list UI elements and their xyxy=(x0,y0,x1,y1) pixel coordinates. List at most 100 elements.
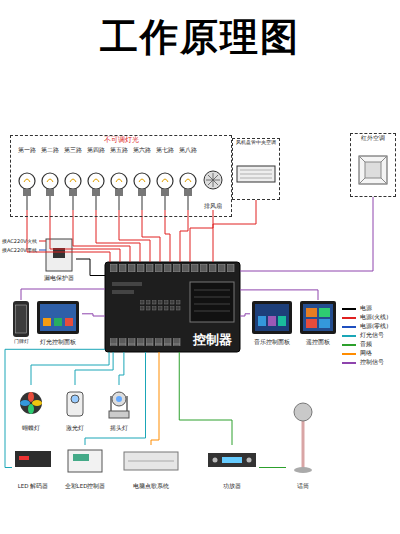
butterfly-light xyxy=(20,392,42,414)
lamp-node: 第一路 xyxy=(16,146,38,210)
ceiling-ac-vane xyxy=(359,156,387,184)
controller-detail xyxy=(112,290,134,294)
legend-text: 灯光信号 xyxy=(360,332,384,339)
node-label: 话筒 xyxy=(297,483,309,489)
legend-row: 控制信号 xyxy=(342,358,398,367)
legend-text: 电源(火线) xyxy=(360,314,388,321)
fan-symbol xyxy=(204,171,222,189)
filament xyxy=(24,179,191,182)
node-label: 灯光控制面板 xyxy=(40,339,76,345)
indicator-row xyxy=(140,300,182,312)
laser-lens xyxy=(71,395,79,403)
node-label: 第六路 xyxy=(133,147,151,153)
wire-connector xyxy=(119,210,150,262)
wire-connector xyxy=(85,352,146,445)
legend-swatch xyxy=(342,326,356,328)
wire-connector xyxy=(50,210,120,262)
led-decoder xyxy=(15,451,51,467)
wire-connector xyxy=(21,289,105,300)
light-petal xyxy=(32,400,42,406)
device-node: 功放器 xyxy=(205,445,259,490)
ceiling-ac-grille xyxy=(365,162,381,178)
controller-box: 控制器 xyxy=(105,262,240,352)
panel-tile xyxy=(319,308,330,317)
legend-row: 电源(零线) xyxy=(342,322,398,331)
node-label: 第三路 xyxy=(64,147,82,153)
wire-connector xyxy=(240,314,250,316)
lamp-node: 第六路 xyxy=(131,146,153,210)
lamp-node: 第七路 xyxy=(154,146,176,210)
node-label: 门牌灯 xyxy=(14,339,29,345)
panel-tile xyxy=(306,319,317,328)
laser-light xyxy=(67,392,83,416)
bulb-symbol xyxy=(180,173,196,189)
panel-tile xyxy=(306,308,317,317)
panel-tile xyxy=(54,318,62,326)
node-label: 漏电保护器 xyxy=(44,275,74,281)
panel-screen xyxy=(40,304,76,331)
mic-base xyxy=(294,467,312,473)
bulb-symbol xyxy=(42,173,58,189)
light-petal xyxy=(20,400,30,406)
ac-unit xyxy=(237,166,275,182)
node-label: 第五路 xyxy=(110,147,128,153)
node-label: 遥控面板 xyxy=(306,339,330,345)
controller-display xyxy=(190,282,234,322)
node-label: 全彩LED控制器 xyxy=(65,483,106,489)
light-petal xyxy=(28,404,34,414)
panel-frame xyxy=(37,301,79,334)
wire-connector xyxy=(142,210,160,262)
door-sign xyxy=(13,301,29,337)
node-label: 风机盘管中央空调 xyxy=(236,140,276,146)
light-petal xyxy=(28,392,34,402)
door-light-node: 门牌灯 xyxy=(10,300,32,346)
display-lines xyxy=(194,290,230,311)
bulb-symbol xyxy=(65,173,81,189)
song-computer xyxy=(124,452,178,470)
device-node: 全彩LED控制器 xyxy=(62,445,108,490)
legend-swatch xyxy=(342,353,356,355)
moving-head-base xyxy=(109,411,129,418)
panel-tile xyxy=(278,316,286,326)
wire-connector xyxy=(96,210,140,262)
wire-connector xyxy=(151,352,159,445)
legend-row: 音频 xyxy=(342,340,398,349)
wire-connector xyxy=(165,210,170,262)
node-label: 第一路 xyxy=(18,147,36,153)
node-label: 第二路 xyxy=(41,147,59,153)
amp-knob xyxy=(213,458,218,463)
legend-row: 网络 xyxy=(342,349,398,358)
legend-swatch xyxy=(342,308,356,310)
lamp-node: 第八路 xyxy=(177,146,199,210)
terminal-strip xyxy=(110,264,236,272)
node-label: 摇头灯 xyxy=(110,425,128,431)
wiring-note: 接AC220V火线 xyxy=(2,238,40,244)
controller-label: 控制器 xyxy=(193,333,232,348)
legend-text: 网络 xyxy=(360,350,372,357)
legend-swatch xyxy=(342,362,356,364)
bulb-symbol xyxy=(134,173,150,189)
wire-connector xyxy=(75,352,113,385)
moving-head xyxy=(112,392,126,406)
panel-screen xyxy=(303,304,333,331)
panel-node: 遥控面板 xyxy=(298,300,338,346)
lamp-node: 第二路 xyxy=(39,146,61,210)
fan-node: 排风扇 xyxy=(201,146,225,210)
lamp-node: 第三路 xyxy=(62,146,84,210)
node-label: 第八路 xyxy=(179,147,197,153)
mains-wire xyxy=(39,241,46,242)
wire-connector xyxy=(82,314,105,316)
wire-connector xyxy=(179,352,232,445)
dashed-group: 红外空调 xyxy=(350,133,396,197)
lamp-base xyxy=(23,189,192,196)
device-node: LED 解码器 xyxy=(12,445,54,490)
panel-tile xyxy=(268,316,276,326)
panel-frame xyxy=(300,301,336,334)
ceiling-ac xyxy=(359,156,387,184)
node-label: LED 解码器 xyxy=(18,483,49,489)
wire-connector xyxy=(190,210,213,262)
device-node: 摇头灯 xyxy=(100,385,138,432)
device-node: 话筒 xyxy=(286,400,320,490)
